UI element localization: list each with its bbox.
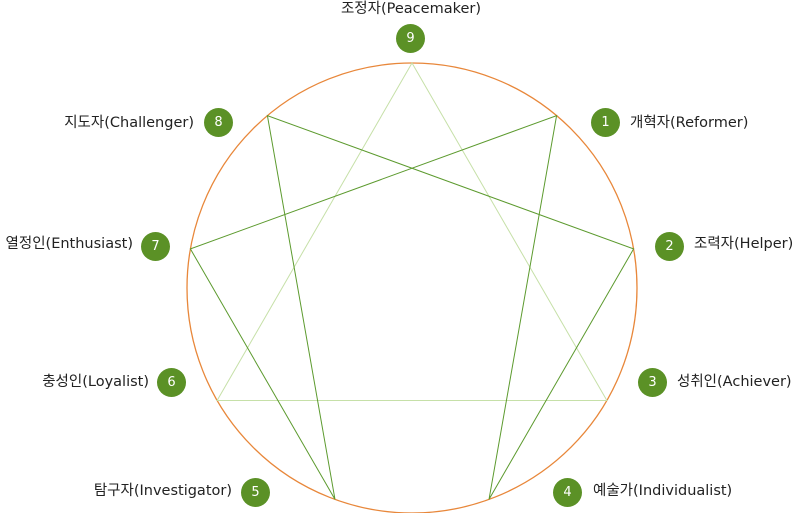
type-2-label: 조력자(Helper) — [694, 236, 794, 252]
type-2-badge: 2 — [655, 232, 684, 261]
type-1-badge: 1 — [591, 108, 620, 137]
type-5-badge: 5 — [241, 478, 270, 507]
type-5-label: 탐구자(Investigator) — [93, 483, 232, 499]
triangle-9-3-6 — [216, 62, 608, 401]
type-6-badge: 6 — [157, 368, 186, 397]
type-3-label: 성취인(Achiever) — [677, 374, 792, 390]
type-6-label: 충성인(Loyalist) — [42, 374, 149, 390]
hexad-1-4-2-8-5-7 — [189, 114, 635, 500]
type-9-badge: 9 — [396, 24, 425, 53]
type-9-label: 조정자(Peacemaker) — [340, 1, 482, 17]
type-4-label: 예술가(Individualist) — [593, 483, 733, 499]
enneagram-circle — [186, 62, 638, 513]
type-7-badge: 7 — [141, 232, 170, 261]
type-7-label: 열정인(Enthusiast) — [5, 236, 133, 252]
type-3-badge: 3 — [638, 368, 667, 397]
type-8-label: 지도자(Challenger) — [64, 115, 194, 131]
type-8-badge: 8 — [204, 108, 233, 137]
type-1-label: 개혁자(Reformer) — [630, 115, 749, 131]
type-4-badge: 4 — [553, 478, 582, 507]
